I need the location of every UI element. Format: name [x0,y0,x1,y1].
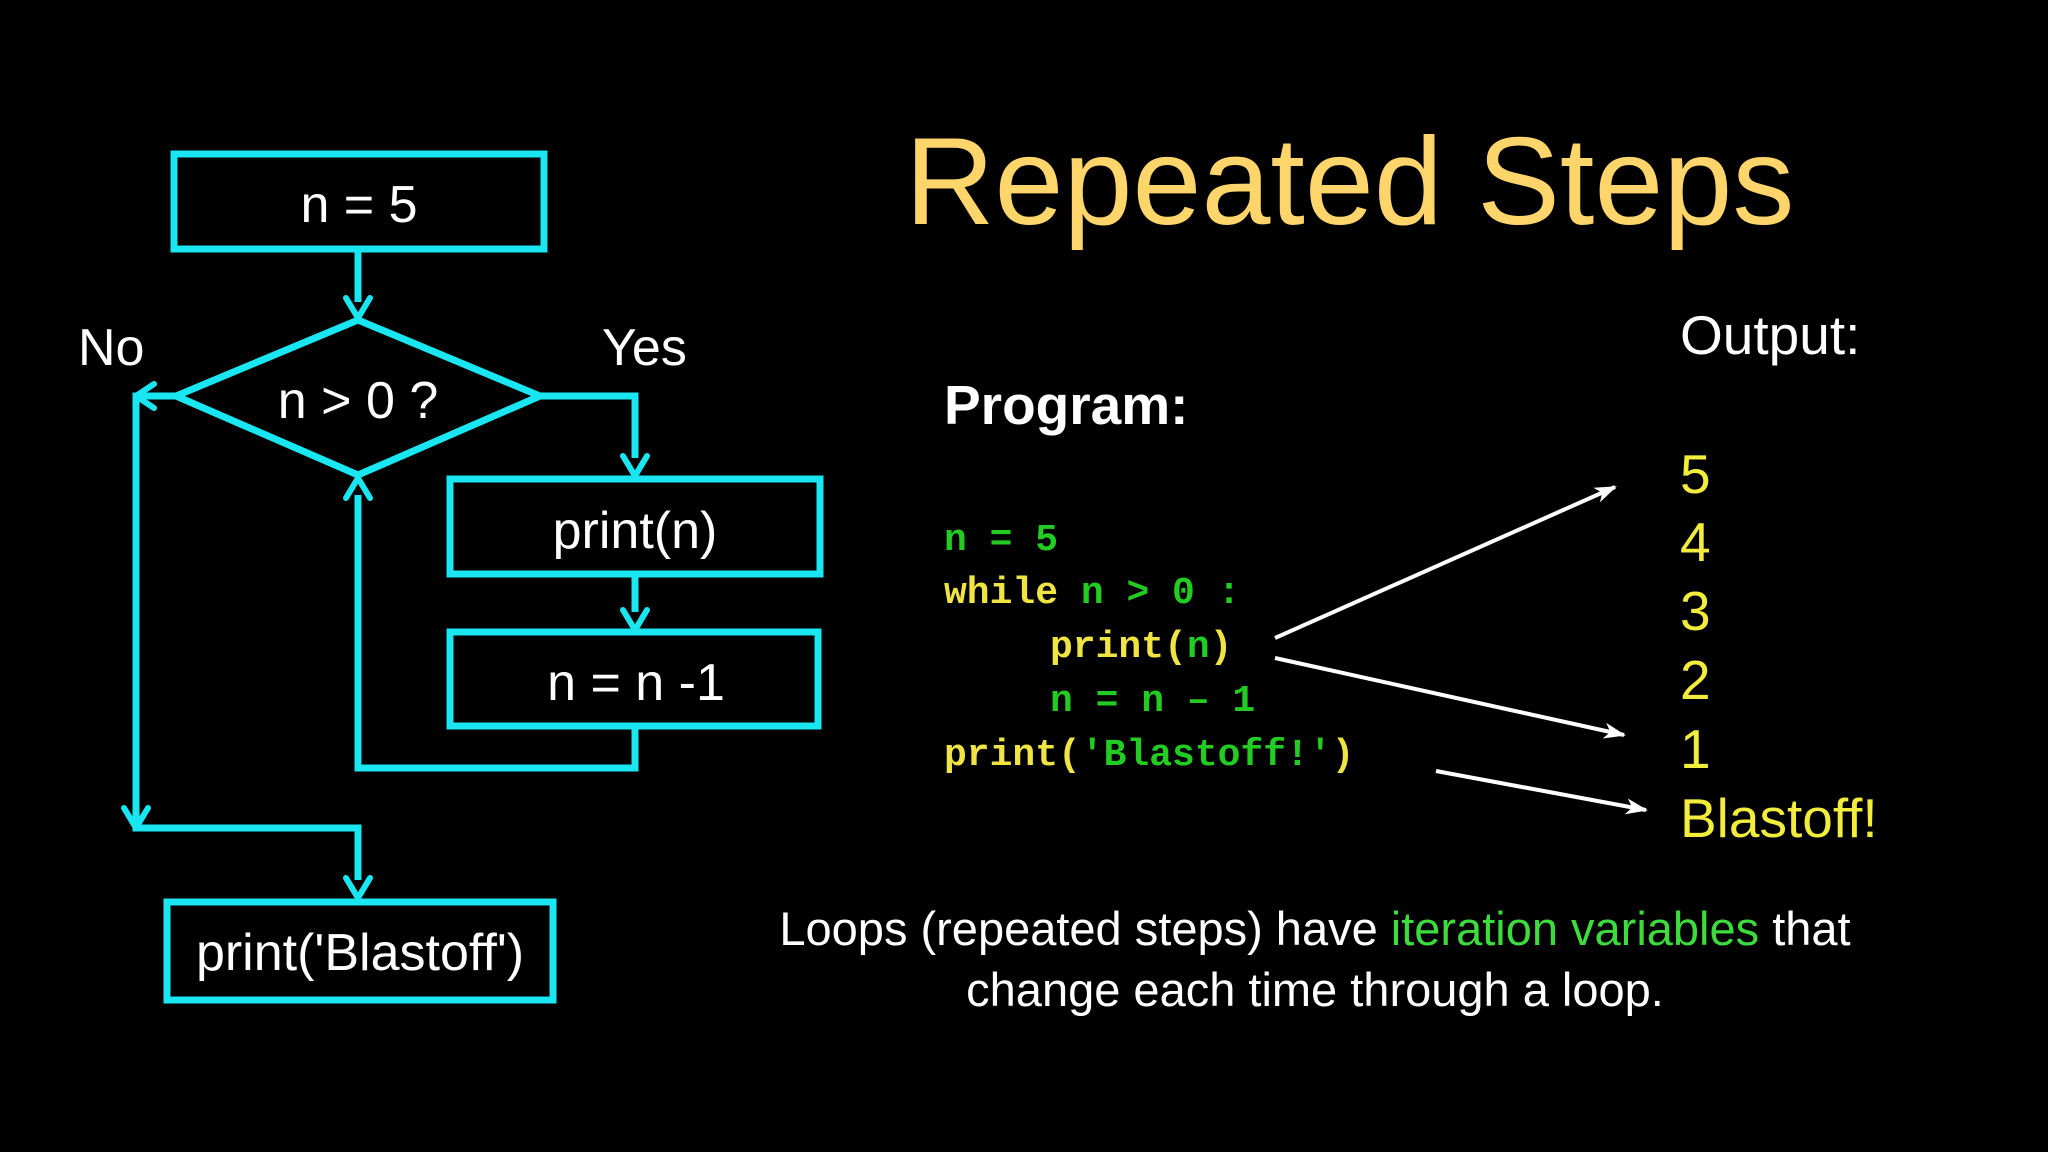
end-box [163,898,557,1004]
no-label: No [78,319,144,377]
code-condition: n > 0 : [1058,572,1241,615]
output-line: 5 [1680,443,1711,505]
print-box-text: print(n) [553,502,718,560]
code-print-open: print( [1050,626,1187,669]
start-box-text: n = 5 [300,176,417,234]
decrement-box-text: n = n -1 [547,654,725,712]
code-print2-arg: 'Blastoff!' [1080,734,1332,777]
code-line-3: print(n) [1050,629,1232,667]
caption-highlight: iteration variables [1390,902,1760,955]
code-print-arg: n [1186,626,1210,669]
output-label: Output: [1680,304,1861,366]
arrowhead-loop [343,475,373,501]
decision-text: n > 0 ? [278,372,438,430]
caption-after: that change each time through a loop. [966,902,1851,1017]
code-keyword-while: while [944,572,1059,615]
slide-title: Repeated Steps [905,113,1795,251]
arrowhead-start [343,295,373,321]
mapping-arrow-blastoff [1435,769,1648,815]
output-line: 1 [1680,718,1711,780]
output-line: 2 [1680,649,1711,711]
arrowhead-end [343,875,373,901]
mapping-arrow-print-n-to-first [1274,485,1617,640]
code-print2-open: print( [944,734,1081,777]
connector-yes [540,392,639,458]
code-line-2: while n > 0 : [944,575,1240,613]
end-box-text: print('Blastoff') [196,924,524,982]
code-line-4: n = n – 1 [1050,680,1256,723]
mapping-arrow-print-n-to-last [1274,656,1626,739]
arrowhead-yes [620,453,650,479]
output-line: 3 [1680,580,1711,642]
output-line: 4 [1680,511,1711,573]
yes-label: Yes [602,319,687,377]
connector-loop-back [354,495,639,772]
code-line-5: print('Blastoff!') [944,737,1354,775]
caption-before: Loops (repeated steps) have [779,902,1391,955]
arrowhead-print [620,607,650,633]
caption: Loops (repeated steps) have iteration va… [700,898,1930,1020]
arrowhead-no-down [121,805,151,831]
code-print-close: ) [1209,626,1233,669]
code-print2-close: ) [1331,734,1355,777]
code-line-1: n = 5 [944,519,1059,562]
arrowhead-no-left [133,381,157,411]
output-line: Blastoff! [1680,787,1878,849]
connector-no [132,392,362,880]
program-label: Program: [944,374,1189,436]
